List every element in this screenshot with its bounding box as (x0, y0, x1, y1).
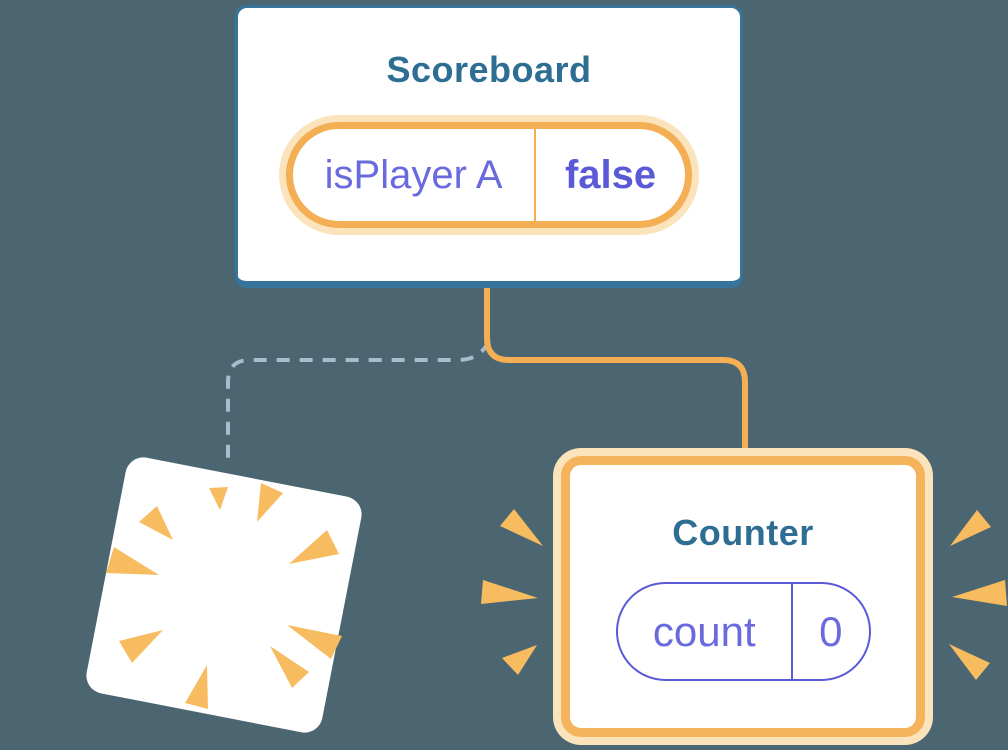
counter-state-pill: count 0 (615, 582, 871, 681)
scoreboard-title: Scoreboard (386, 49, 592, 90)
active-connector-line (484, 284, 748, 452)
counter-title: Counter (672, 512, 814, 553)
counter-node: Counter count 0 (561, 456, 925, 737)
removed-connector-line (226, 340, 491, 458)
scoreboard-state-pill: isPlayer A false (286, 122, 692, 228)
scoreboard-node: Scoreboard isPlayer A false (235, 5, 743, 288)
state-value: 0 (819, 607, 843, 655)
burst-rays-icon (481, 509, 1007, 680)
pill-divider (791, 584, 794, 679)
pill-divider (534, 129, 537, 221)
state-name: count (652, 607, 756, 655)
scoreboard-state-pill-glow: isPlayer A false (279, 115, 699, 235)
state-value: false (564, 152, 657, 197)
counter-node-glow: Counter count 0 (553, 448, 933, 745)
poof-burst-icon (106, 483, 342, 709)
state-name: isPlayer A (324, 152, 503, 197)
